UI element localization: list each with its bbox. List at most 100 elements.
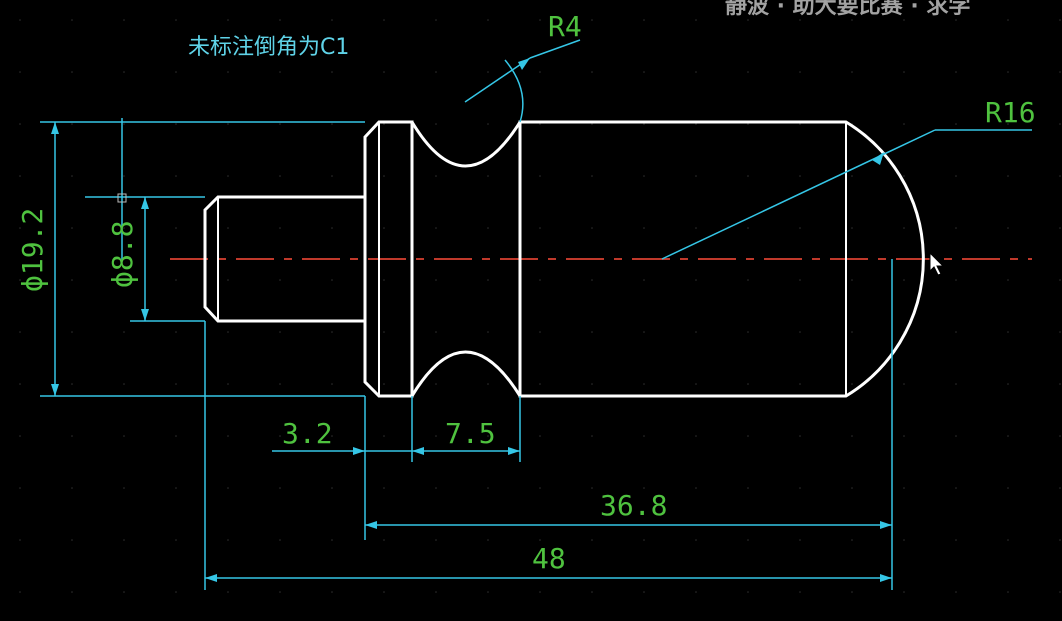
grid-dot xyxy=(19,591,21,593)
grid-dot xyxy=(643,331,645,333)
grid-dot xyxy=(591,175,593,177)
grid-dot xyxy=(747,435,749,437)
grid-dot xyxy=(71,435,73,437)
grid-dot xyxy=(955,487,957,489)
grid-dot xyxy=(539,227,541,229)
grid-dot xyxy=(747,383,749,385)
grid-dot xyxy=(643,383,645,385)
grid-dot xyxy=(695,591,697,593)
grid-dot xyxy=(1059,539,1061,541)
grid-dot xyxy=(1007,123,1009,125)
grid-dot xyxy=(227,591,229,593)
dimension-arrows xyxy=(51,58,892,582)
grid-dot xyxy=(487,383,489,385)
grid-dot xyxy=(1059,19,1061,21)
grid-dot xyxy=(435,175,437,177)
grid-dot xyxy=(747,227,749,229)
grid-dot xyxy=(903,71,905,73)
grid-dot xyxy=(383,227,385,229)
grid-dot xyxy=(591,383,593,385)
grid-dot xyxy=(1007,331,1009,333)
grid-dot xyxy=(643,539,645,541)
video-banner-text: 静波 · 助大要比赛 · 求学 xyxy=(725,0,971,19)
grid-dot xyxy=(747,175,749,177)
grid-dot xyxy=(851,331,853,333)
groove-top xyxy=(410,121,522,168)
grid-dot xyxy=(331,331,333,333)
grid-dot xyxy=(175,487,177,489)
grid-dot xyxy=(1059,383,1061,385)
grid-dot xyxy=(747,71,749,73)
grid-dot xyxy=(695,435,697,437)
grid-dot xyxy=(331,19,333,21)
grid-dot xyxy=(279,383,281,385)
dimension-lines xyxy=(40,39,1032,590)
grid-dot xyxy=(123,539,125,541)
grid-dot xyxy=(955,591,957,593)
grid-dot xyxy=(227,487,229,489)
grid-dot xyxy=(955,383,957,385)
grid-dot xyxy=(903,591,905,593)
grid-dot xyxy=(71,175,73,177)
grid-dot xyxy=(591,279,593,281)
grid-dot xyxy=(279,487,281,489)
grid-dot xyxy=(279,539,281,541)
grid-dot xyxy=(383,123,385,125)
grid-dot xyxy=(747,123,749,125)
grid-dot xyxy=(19,539,21,541)
grid-dot xyxy=(227,435,229,437)
grid-dot xyxy=(1059,123,1061,125)
grid-dot xyxy=(695,279,697,281)
grid-dot xyxy=(799,123,801,125)
grid-dot xyxy=(435,591,437,593)
grid-dot xyxy=(591,123,593,125)
grid-dot xyxy=(643,435,645,437)
grid-dot xyxy=(747,591,749,593)
grid-dot xyxy=(487,123,489,125)
grid-dot xyxy=(1059,175,1061,177)
grid-dot xyxy=(539,591,541,593)
grid-dot xyxy=(71,383,73,385)
grid-dot xyxy=(851,175,853,177)
grid-dot xyxy=(331,487,333,489)
grid-dot xyxy=(383,539,385,541)
grid-dot xyxy=(695,383,697,385)
grid-dot xyxy=(123,435,125,437)
grid-dot xyxy=(851,19,853,21)
grid-dot xyxy=(747,331,749,333)
grid-dot xyxy=(175,383,177,385)
grid-dot xyxy=(591,19,593,21)
grid-dot xyxy=(487,71,489,73)
grid-dot xyxy=(19,19,21,21)
pin-section xyxy=(203,195,365,323)
grid-dot xyxy=(331,71,333,73)
grid-dot xyxy=(487,539,489,541)
grid-dot xyxy=(331,383,333,385)
grid-dot xyxy=(1007,591,1009,593)
grid-dots xyxy=(19,19,1061,593)
grid-dot xyxy=(747,19,749,21)
grid-dot xyxy=(435,539,437,541)
grid-dot xyxy=(955,175,957,177)
grid-dot xyxy=(123,227,125,229)
grid-dot xyxy=(487,591,489,593)
grid-dot xyxy=(331,591,333,593)
grid-dot xyxy=(19,227,21,229)
grid-dot xyxy=(903,279,905,281)
grid-dot xyxy=(19,383,21,385)
grid-dot xyxy=(851,227,853,229)
grid-dot xyxy=(695,227,697,229)
grid-dot xyxy=(123,591,125,593)
grid-dot xyxy=(903,435,905,437)
grid-dot xyxy=(591,539,593,541)
grid-dot xyxy=(487,487,489,489)
grid-dot xyxy=(123,71,125,73)
grid-dot xyxy=(695,71,697,73)
dim-48: 48 xyxy=(532,542,566,575)
grid-dot xyxy=(851,279,853,281)
grid-dot xyxy=(851,591,853,593)
grid-dot xyxy=(955,331,957,333)
grid-dot xyxy=(851,383,853,385)
grid-dot xyxy=(279,227,281,229)
